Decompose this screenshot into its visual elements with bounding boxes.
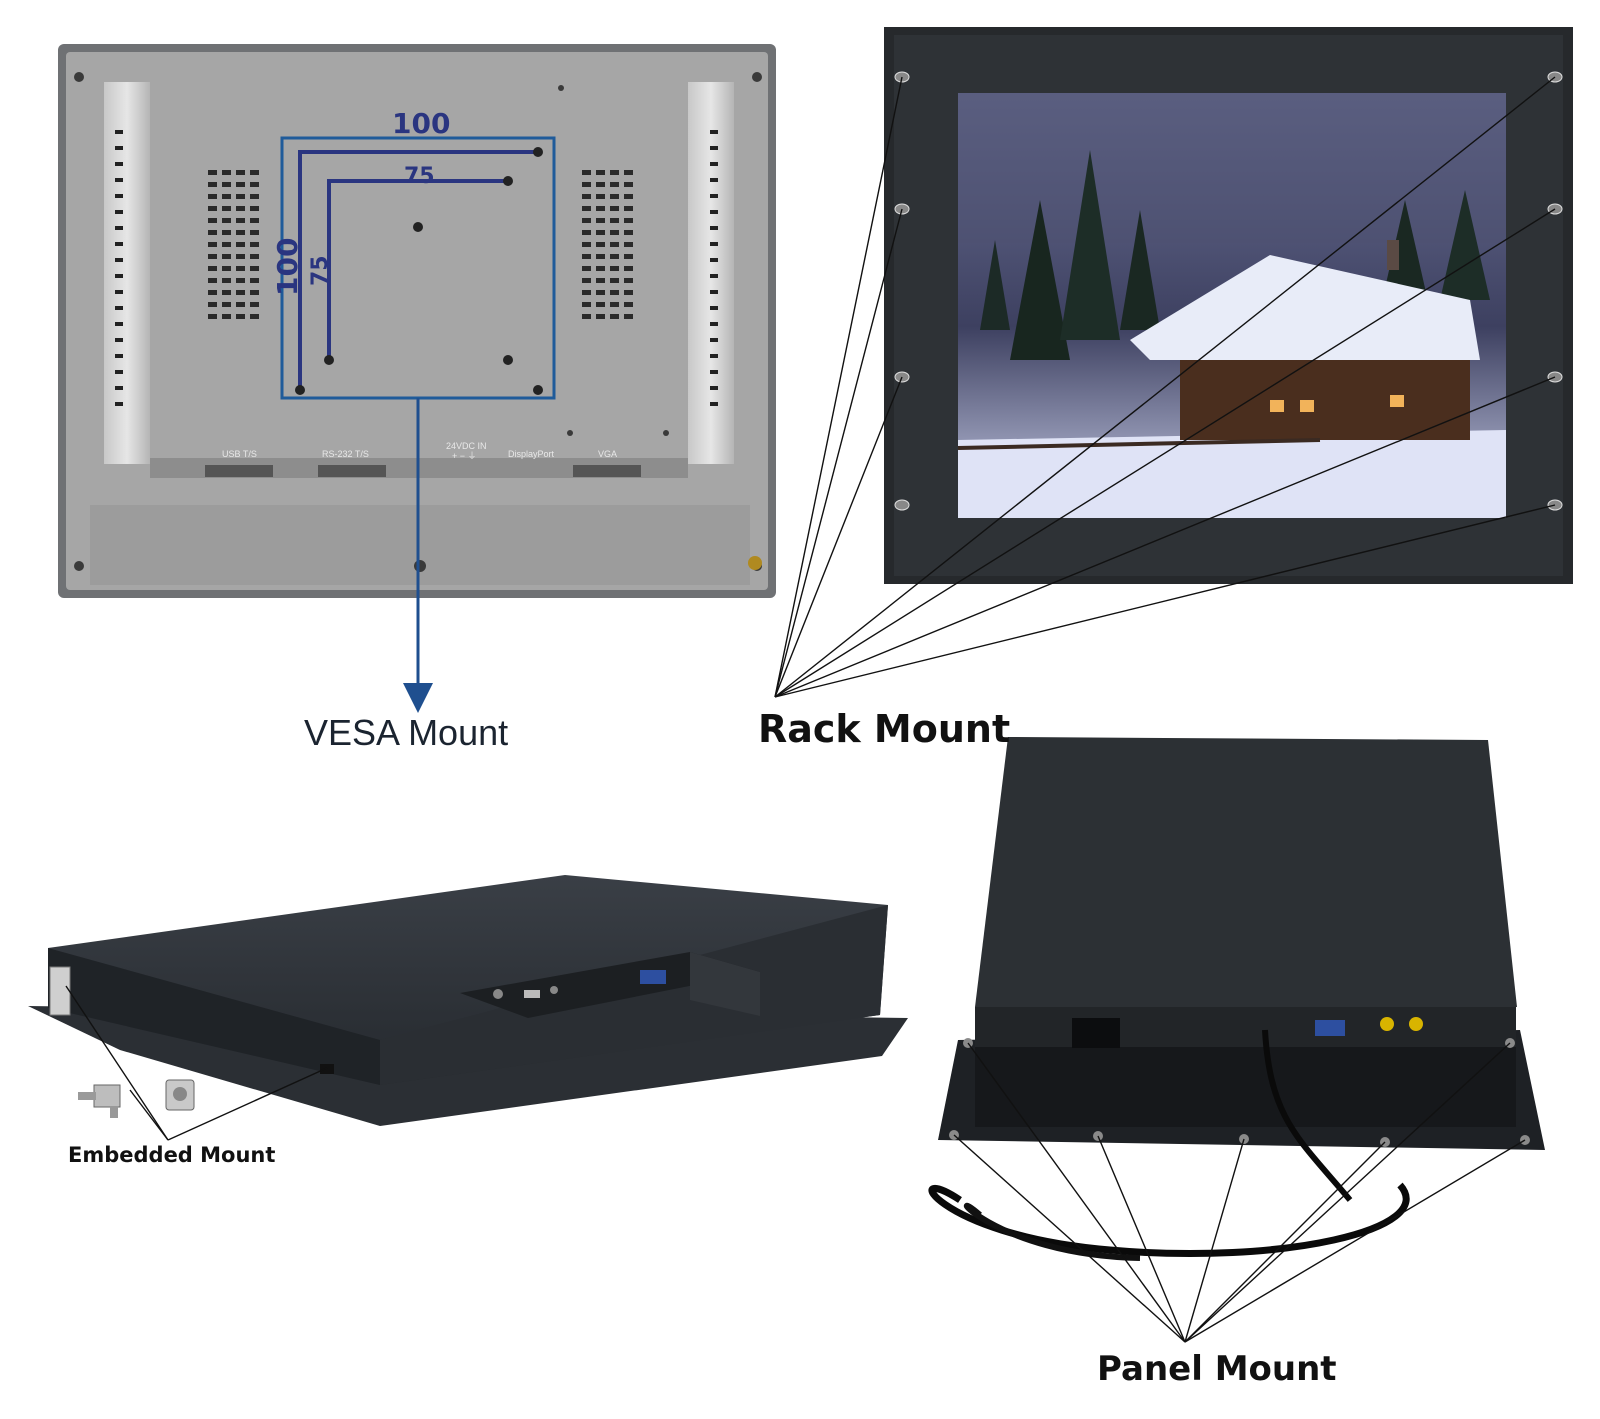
panel-mount-label: Panel Mount bbox=[1097, 1349, 1337, 1389]
vesa-dim-inner-width: 75 bbox=[404, 164, 435, 189]
dimension-line-75 bbox=[327, 179, 508, 360]
port-label-rs232: RS-232 T/S bbox=[322, 449, 369, 459]
panel-pointer-lines bbox=[953, 1042, 1526, 1343]
embedded-mount-label: Embedded Mount bbox=[68, 1143, 276, 1167]
port-label-usb: USB T/S bbox=[222, 449, 257, 459]
port-label-power: 24VDC IN bbox=[446, 441, 487, 451]
port-label-displayport: DisplayPort bbox=[508, 449, 555, 459]
mount-bracket-icon bbox=[78, 1084, 121, 1118]
vesa-dim-outer-height: 100 bbox=[271, 238, 304, 296]
mount-clip-icon bbox=[165, 1079, 195, 1111]
rack-mount-monitor bbox=[774, 27, 1573, 698]
vesa-rear-panel: USB T/S RS-232 T/S 24VDC IN + − ⏚ Displa… bbox=[58, 44, 776, 713]
embedded-mount-monitor bbox=[28, 875, 908, 1141]
embedded-pointer-lines bbox=[65, 985, 328, 1141]
rack-mount-label: Rack Mount bbox=[758, 707, 1011, 751]
panel-mount-monitor bbox=[928, 737, 1545, 1343]
port-label-vga: VGA bbox=[598, 449, 617, 459]
winter-cabin-image bbox=[957, 93, 1506, 518]
dimension-line-100 bbox=[298, 150, 538, 390]
rack-pointer-lines bbox=[774, 76, 1556, 698]
vesa-mount-label: VESA Mount bbox=[304, 712, 509, 753]
vesa-dim-inner-height: 75 bbox=[308, 255, 333, 286]
port-label-power-polarity: + − ⏚ bbox=[452, 451, 477, 461]
vesa-dim-outer-width: 100 bbox=[392, 107, 450, 140]
